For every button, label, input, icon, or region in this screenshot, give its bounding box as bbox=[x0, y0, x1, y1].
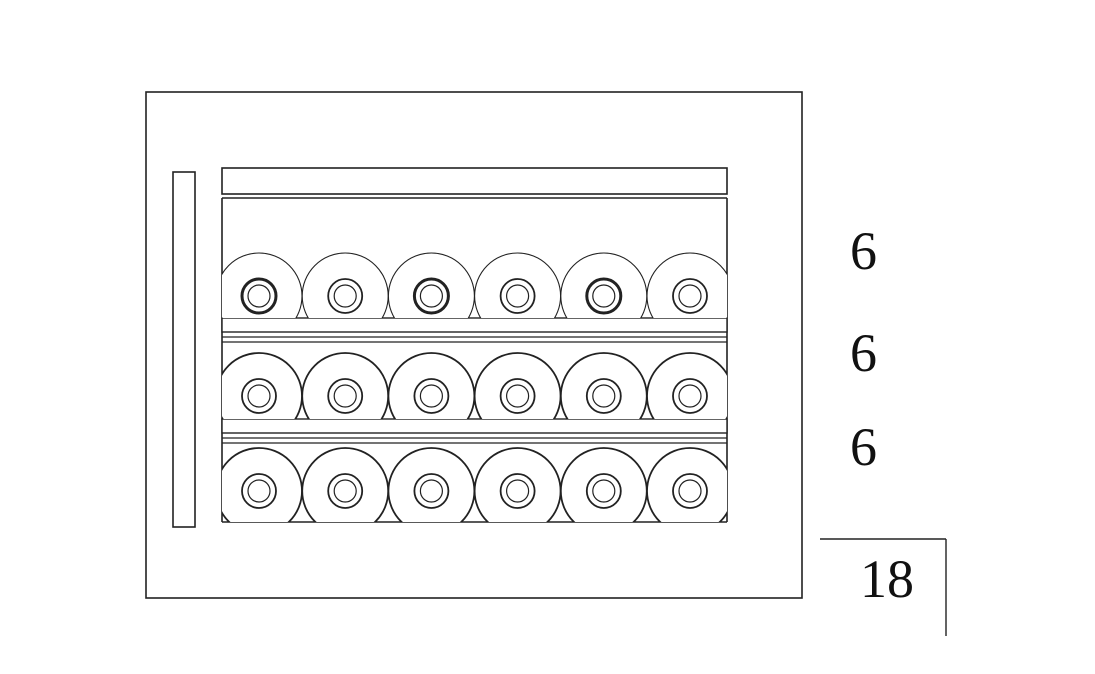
shelf-2-bottles bbox=[222, 352, 727, 419]
bottle bbox=[222, 252, 303, 318]
shelf-1-bottle-count: 6 bbox=[850, 221, 877, 281]
shelves-layer bbox=[221, 317, 728, 523]
bottle bbox=[222, 447, 303, 522]
bottle bbox=[646, 352, 727, 419]
bottle bbox=[646, 447, 727, 522]
total-bottle-count: 18 bbox=[860, 549, 914, 609]
total-bracket bbox=[820, 538, 947, 636]
door-handle bbox=[172, 171, 196, 528]
bottle bbox=[301, 447, 390, 522]
bottle bbox=[473, 352, 562, 419]
bottle bbox=[559, 447, 648, 522]
shelf-1-bottles bbox=[222, 252, 727, 318]
bottles-layer bbox=[222, 252, 727, 522]
top-panel bbox=[221, 167, 728, 195]
cabinet-outline bbox=[145, 91, 803, 599]
bottle bbox=[301, 352, 390, 419]
bottle bbox=[559, 352, 648, 419]
shelf-rail bbox=[221, 317, 728, 343]
shelf-3-bottles bbox=[222, 447, 727, 522]
shelf-rail bbox=[221, 418, 728, 444]
bottle bbox=[646, 252, 727, 318]
bottle bbox=[560, 252, 648, 318]
bottle bbox=[474, 252, 562, 318]
bottle bbox=[473, 447, 562, 522]
cabinet bbox=[145, 91, 803, 599]
bottle bbox=[301, 252, 389, 318]
bottle bbox=[387, 252, 475, 318]
shelf-3-bottle-count: 6 bbox=[850, 417, 877, 477]
bottle bbox=[387, 447, 476, 522]
bottle bbox=[387, 352, 476, 419]
shelf-2-bottle-count: 6 bbox=[850, 323, 877, 383]
